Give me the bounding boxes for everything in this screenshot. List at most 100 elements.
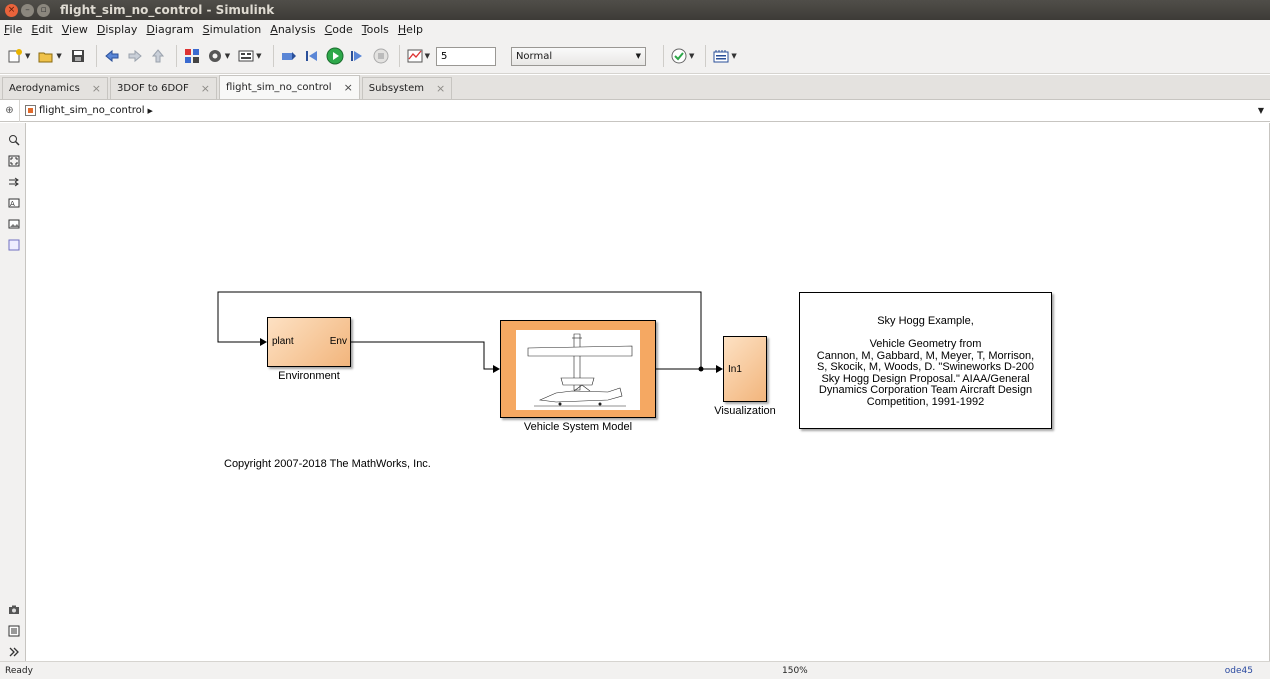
vehicle-system-model-block[interactable] — [500, 320, 656, 418]
signal-lines — [217, 291, 723, 373]
simulation-mode-select[interactable]: Normal ▼ — [510, 46, 646, 66]
new-model-icon[interactable] — [5, 46, 25, 66]
zoom-icon[interactable] — [7, 134, 20, 146]
status-text: Ready — [5, 666, 33, 676]
arrowhead-icon — [493, 365, 500, 373]
annotation-icon[interactable]: A — [7, 197, 20, 209]
close-icon[interactable]: × — [343, 81, 353, 94]
environment-block[interactable]: plant Env — [267, 317, 351, 367]
signal-builder-icon[interactable] — [279, 46, 299, 66]
model-browser-icon[interactable] — [7, 625, 20, 637]
tab-label: flight_sim_no_control — [226, 82, 332, 93]
menu-simulation[interactable]: Simulation — [202, 23, 262, 36]
environment-block-name[interactable]: Environment — [278, 370, 340, 382]
stop-icon[interactable] — [371, 46, 391, 66]
menu-view[interactable]: View — [61, 23, 88, 36]
arrowhead-icon — [260, 338, 267, 346]
camera-icon[interactable] — [7, 604, 20, 616]
menu-bar: File Edit View Display Diagram Simulatio… — [0, 20, 1270, 39]
model-tab-bar: Aerodynamics × 3DOF to 6DOF × flight_sim… — [0, 75, 1270, 100]
model-advisor-icon[interactable] — [669, 46, 689, 66]
menu-edit[interactable]: Edit — [31, 23, 53, 36]
visualization-block-name[interactable]: Visualization — [714, 405, 776, 417]
open-icon[interactable] — [36, 46, 56, 66]
branch-point — [698, 366, 704, 372]
arrowhead-icon — [716, 365, 723, 373]
menu-help[interactable]: Help — [397, 23, 423, 36]
back-icon[interactable] — [102, 46, 122, 66]
annotation-line: Competition, 1991-1992 — [866, 395, 985, 408]
model-explorer-dropdown-icon[interactable]: ▼ — [256, 52, 262, 60]
forward-icon[interactable] — [125, 46, 145, 66]
build-icon[interactable] — [711, 46, 731, 66]
output-port-label: Env — [329, 336, 347, 347]
model-canvas[interactable]: plant Env Environment Vehicle System Mod… — [27, 123, 1270, 661]
tab-label: Aerodynamics — [9, 83, 80, 94]
close-window-button[interactable]: × — [5, 3, 18, 17]
input-port-label: plant — [272, 336, 294, 347]
model-config-dropdown-icon[interactable]: ▼ — [224, 52, 231, 60]
reference-annotation[interactable]: Sky Hogg Example, Vehicle Geometry from … — [799, 292, 1052, 429]
scope-dropdown-icon[interactable]: ▼ — [424, 52, 430, 60]
model-config-icon[interactable] — [205, 46, 225, 66]
up-icon[interactable] — [148, 46, 168, 66]
step-back-icon[interactable] — [302, 46, 322, 66]
menu-diagram[interactable]: Diagram — [146, 23, 194, 36]
save-icon[interactable] — [68, 46, 88, 66]
copyright-annotation[interactable]: Copyright 2007-2018 The MathWorks, Inc. — [224, 458, 431, 470]
status-bar: Ready 150% ode45 — [0, 661, 1270, 679]
stop-time-input[interactable] — [435, 46, 496, 66]
visualization-block[interactable]: In1 — [723, 336, 767, 402]
build-dropdown-icon[interactable]: ▼ — [731, 52, 737, 60]
chevron-double-right-icon[interactable] — [7, 646, 20, 658]
close-icon[interactable]: × — [200, 82, 211, 95]
open-dropdown-icon[interactable]: ▼ — [56, 52, 62, 60]
arrow-right-icon[interactable] — [7, 176, 20, 188]
breadcrumb-dropdown-icon[interactable]: ▼ — [1257, 106, 1264, 115]
svg-text:A: A — [10, 200, 15, 208]
hide-browser-icon[interactable]: ⊕ — [0, 99, 20, 122]
tab-flight-sim-no-control[interactable]: flight_sim_no_control × — [219, 75, 360, 99]
run-icon[interactable] — [325, 46, 345, 66]
annotation-line: Vehicle Geometry from — [869, 338, 982, 350]
tab-subsystem[interactable]: Subsystem × — [361, 77, 453, 99]
annotation-line: S, Skocik, M, Woods, D. "Swineworks D-20… — [816, 361, 1035, 373]
menu-tools[interactable]: Tools — [361, 23, 389, 36]
new-model-dropdown-icon[interactable]: ▼ — [25, 52, 31, 60]
model-advisor-dropdown-icon[interactable]: ▼ — [688, 52, 695, 60]
feedback-signal-line — [217, 291, 702, 369]
annotation-line: Dynamics Corporation Team Aircraft Desig… — [818, 384, 1033, 396]
breadcrumb-arrow-icon[interactable]: ▶ — [147, 106, 153, 115]
tab-aerodynamics[interactable]: Aerodynamics × — [2, 77, 109, 99]
menu-analysis[interactable]: Analysis — [270, 23, 316, 36]
minimize-window-button[interactable]: – — [21, 3, 34, 17]
fit-to-view-icon[interactable] — [7, 155, 20, 167]
maximize-window-button[interactable]: ▫ — [37, 3, 50, 17]
title-bar: × – ▫ flight_sim_no_control - Simulink — [0, 0, 1270, 20]
menu-code[interactable]: Code — [324, 23, 353, 36]
menu-file[interactable]: File — [4, 23, 23, 36]
annotation-line: Sky Hogg Design Proposal." AIAA/General — [821, 372, 1030, 385]
menu-display[interactable]: Display — [96, 23, 138, 36]
chevron-down-icon: ▼ — [635, 52, 641, 60]
canvas-palette: A — [0, 123, 26, 661]
scope-icon[interactable] — [405, 46, 425, 66]
close-icon[interactable]: × — [91, 82, 102, 95]
area-icon[interactable] — [7, 239, 20, 251]
vehicle-block-name[interactable]: Vehicle System Model — [523, 421, 633, 433]
solver-link[interactable]: ode45 — [1224, 666, 1253, 676]
breadcrumb-model[interactable]: flight_sim_no_control — [39, 105, 145, 116]
model-icon — [25, 105, 36, 116]
annotation-line: Cannon, M, Gabbard, M, Meyer, T, Morriso… — [816, 349, 1035, 362]
tab-3dof-to-6dof[interactable]: 3DOF to 6DOF × — [110, 77, 218, 99]
image-icon[interactable] — [7, 218, 20, 230]
zoom-level[interactable]: 150% — [782, 666, 808, 676]
close-icon[interactable]: × — [435, 82, 446, 95]
simulation-mode-value: Normal — [515, 50, 553, 62]
model-explorer-icon[interactable] — [236, 46, 256, 66]
aircraft-icon — [516, 330, 640, 410]
step-forward-icon[interactable] — [348, 46, 368, 66]
toolbar: ▼ ▼ ▼ ▼ ▼ Normal — [0, 39, 1270, 74]
window-title: flight_sim_no_control - Simulink — [60, 3, 275, 17]
library-browser-icon[interactable] — [182, 46, 202, 66]
